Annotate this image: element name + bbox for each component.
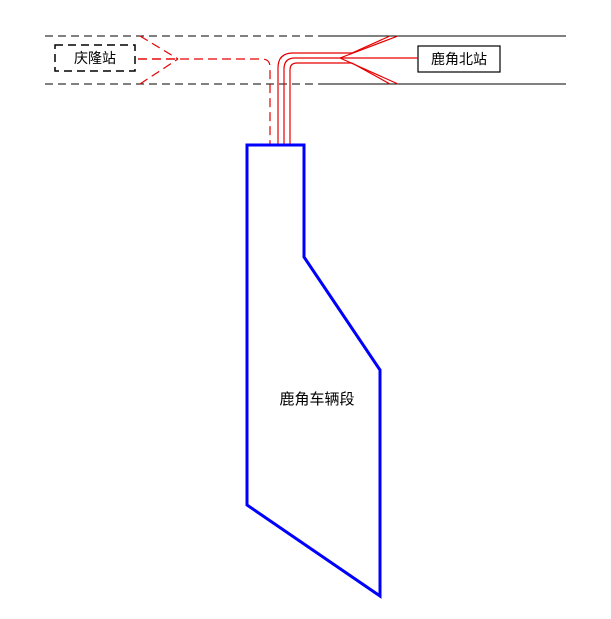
- depot-label: 鹿角车辆段: [279, 390, 354, 408]
- depot-outline: [245, 143, 382, 599]
- planned-crossover-a: [139, 35, 179, 60]
- station-lujiaobei-label: 鹿角北站: [431, 51, 487, 68]
- planned-tracks: [138, 35, 271, 145]
- station-qinglong-box: [54, 44, 136, 72]
- existing-tracks: [277, 35, 418, 145]
- track-switch-bottom-2: [351, 62, 391, 85]
- planned-crossover-b: [139, 58, 179, 85]
- station-qinglong-label: 庆隆站: [74, 51, 116, 67]
- track-depot-lead-1: [277, 52, 352, 145]
- planned-track-upper: [138, 58, 271, 145]
- station-lujiaobei: 鹿角北站: [417, 45, 501, 73]
- track-switch-top-2: [351, 35, 391, 54]
- corridor-lines: [45, 35, 566, 85]
- track-switch-top: [339, 35, 399, 59]
- station-lujiaobei-box: [417, 45, 501, 73]
- station-qinglong: 庆隆站: [54, 44, 136, 72]
- track-depot-lead-2: [283, 57, 352, 145]
- track-depot-lead-3: [289, 62, 352, 145]
- track-switch-bottom: [339, 57, 399, 85]
